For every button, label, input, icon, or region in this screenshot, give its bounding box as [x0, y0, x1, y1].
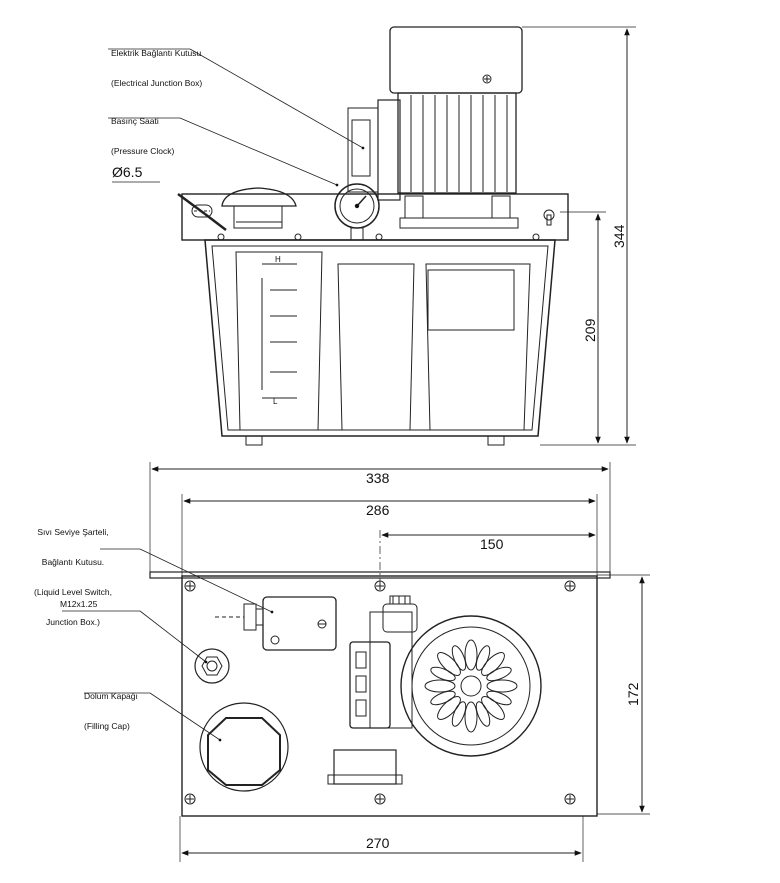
top-leaders — [62, 548, 274, 742]
dim-total-height: 344 — [611, 224, 627, 248]
filling-cap-label-tr: Dolum Kapağı — [84, 691, 138, 701]
gauge-top — [327, 749, 403, 785]
pressure-clock-label-en: (Pressure Clock) — [111, 146, 175, 156]
level-switch-box — [215, 596, 337, 651]
pressure-gauge — [334, 183, 380, 241]
motor-fan-cover — [349, 595, 542, 757]
top-plate — [181, 575, 598, 817]
oil-tank: H L — [204, 239, 556, 446]
filling-cap-label: Dolum Kapağı (Filling Cap) — [84, 671, 138, 741]
level-switch-label: Sıvı Seviye Şarteli, Bağlantı Kutusu. (L… — [34, 507, 112, 637]
motor — [347, 26, 523, 229]
pressure-clock-label: Basınç Saati (Pressure Clock) — [111, 96, 174, 166]
hole-diameter-label: Ø6.5 — [112, 164, 143, 180]
filling-cap-top — [199, 702, 289, 792]
junction-box-label-en: (Electrical Junction Box) — [111, 78, 203, 88]
pressure-clock-label-tr: Basınç Saati — [111, 116, 159, 126]
level-switch-line1: Sıvı Seviye Şarteli, — [37, 527, 109, 537]
dim-base-width: 270 — [366, 835, 390, 851]
tank-mark-low: L — [273, 397, 278, 406]
dim-offset: 150 — [480, 536, 504, 552]
filling-cap-label-en: (Filling Cap) — [84, 721, 130, 731]
screws — [184, 580, 576, 805]
thread-label: M12x1.25 — [60, 599, 98, 609]
m12-plug — [194, 648, 230, 684]
dim-tank-height: 209 — [582, 318, 598, 342]
dim-hole-spacing: 286 — [366, 502, 390, 518]
side-leaders — [108, 48, 365, 231]
tank-mark-high: H — [275, 255, 281, 264]
junction-box-label: Elektrik Bağlantı Kutusu (Electrical Jun… — [111, 28, 202, 98]
junction-box-label-tr: Elektrik Bağlantı Kutusu — [111, 48, 202, 58]
top-view: 338 286 150 — [62, 462, 650, 862]
dim-overall-width: 338 — [366, 470, 390, 486]
bottom-dimensions: 172 270 — [179, 574, 650, 862]
side-view: H L 344 209 — [108, 26, 636, 446]
top-dimensions: 338 286 150 — [149, 462, 611, 584]
level-switch-line3: (Liquid Level Switch, — [34, 587, 112, 597]
side-dimensions: 344 209 — [522, 26, 636, 446]
dim-depth: 172 — [625, 682, 641, 706]
level-switch-line2: Bağlantı Kutusu. — [41, 557, 105, 567]
level-switch-line4: Junction Box.) — [46, 617, 100, 627]
